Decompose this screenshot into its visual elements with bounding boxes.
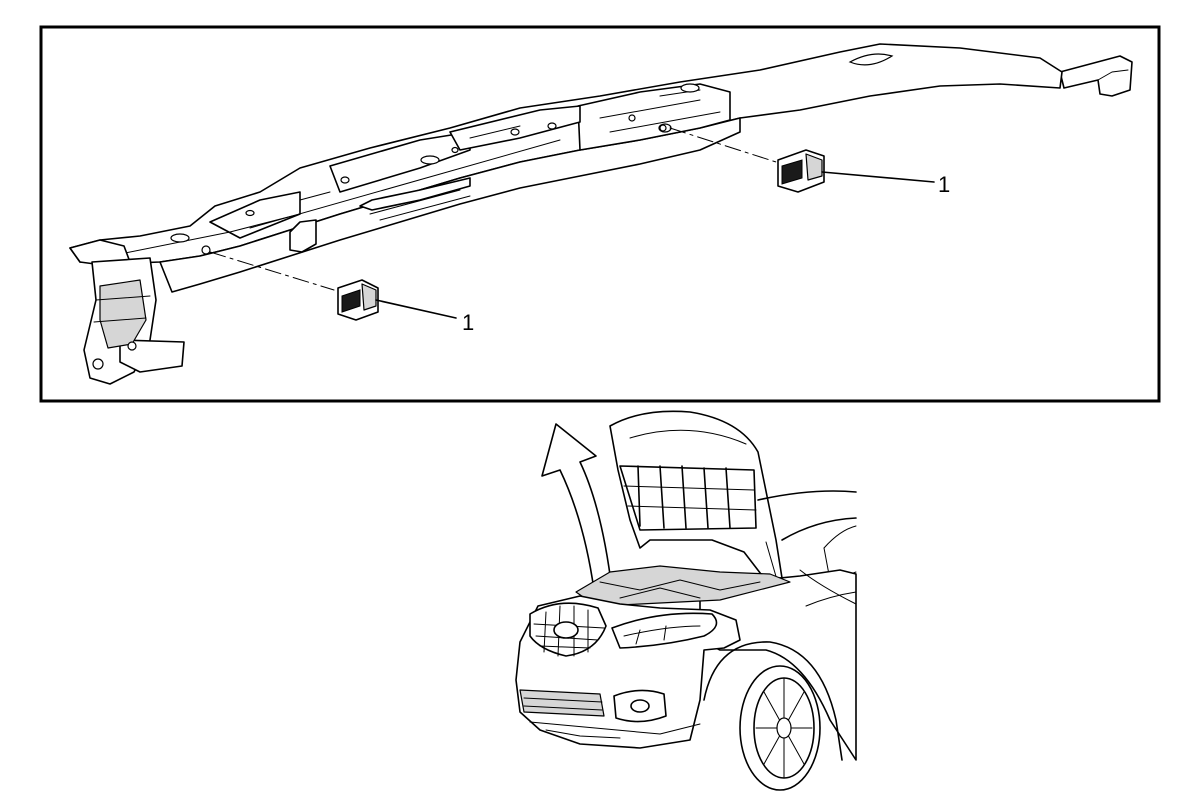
vehicle-locator-view	[515, 410, 857, 791]
callout-number-left: 1	[462, 310, 474, 335]
callout-number-right: 1	[938, 172, 950, 197]
impact-sensor-right	[669, 127, 935, 193]
hood-open-arrow	[541, 423, 613, 591]
front-crossmember	[69, 43, 1133, 385]
impact-sensor-left	[209, 251, 457, 321]
